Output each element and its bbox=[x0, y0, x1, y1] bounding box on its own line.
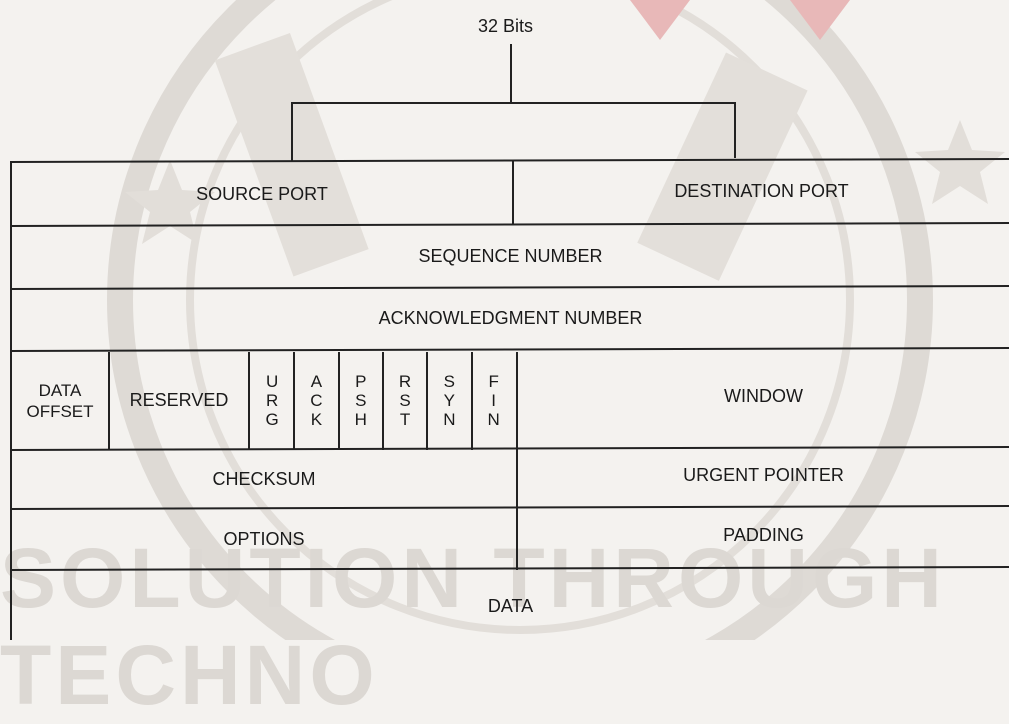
flag-letter: S bbox=[443, 372, 455, 391]
flag-letter: T bbox=[399, 410, 411, 429]
flag-letter: F bbox=[488, 372, 499, 391]
flag-divider bbox=[337, 352, 340, 450]
flag-letter: U bbox=[266, 372, 279, 391]
padding-field: PADDING bbox=[723, 525, 804, 545]
destination-port-field: DESTINATION PORT bbox=[674, 180, 849, 201]
flag-letter: N bbox=[487, 410, 500, 429]
bit-width-label: 32 Bits bbox=[478, 16, 534, 36]
flag-letter: P bbox=[355, 372, 367, 391]
flag-letter: N bbox=[443, 410, 456, 429]
reserved-divider bbox=[248, 352, 250, 450]
data-offset-line2: OFFSET bbox=[26, 401, 94, 421]
urgent-pointer-field: URGENT POINTER bbox=[683, 465, 844, 485]
flag-divider bbox=[470, 352, 473, 450]
data-offset-field: DATA OFFSET bbox=[12, 352, 108, 449]
flag-letter: H bbox=[354, 410, 367, 429]
flag-letter: G bbox=[265, 410, 279, 429]
data-offset-divider bbox=[108, 352, 110, 450]
source-port-field: SOURCE PORT bbox=[196, 183, 328, 204]
flag-letter: C bbox=[310, 391, 323, 410]
flag-divider bbox=[293, 352, 296, 450]
flag-divider bbox=[381, 352, 384, 450]
flag-letter: R bbox=[398, 372, 412, 391]
bracket-left bbox=[291, 102, 293, 162]
table-left-border bbox=[10, 162, 12, 640]
bracket-top bbox=[291, 102, 736, 104]
flag-letter: S bbox=[399, 391, 411, 410]
row1-divider bbox=[512, 161, 514, 225]
bracket-stem bbox=[510, 44, 512, 104]
acknowledgment-number-field: ACKNOWLEDGMENT NUMBER bbox=[378, 307, 643, 328]
reserved-field: RESERVED bbox=[129, 390, 229, 410]
checksum-field: CHECKSUM bbox=[212, 469, 316, 489]
sequence-number-field: SEQUENCE NUMBER bbox=[418, 245, 603, 266]
flag-letter: S bbox=[355, 391, 367, 410]
flag-letter: R bbox=[266, 391, 279, 410]
flag-letter: I bbox=[491, 391, 497, 410]
bracket-right bbox=[734, 102, 736, 158]
flag-letter: K bbox=[310, 410, 323, 429]
options-field: OPTIONS bbox=[223, 529, 305, 549]
flag-letter: A bbox=[310, 372, 323, 391]
window-field: WINDOW bbox=[724, 386, 803, 406]
flag-letter: Y bbox=[443, 391, 455, 410]
window-divider bbox=[516, 352, 518, 570]
data-field: DATA bbox=[487, 595, 534, 616]
data-offset-line1: DATA bbox=[38, 380, 82, 400]
flag-divider bbox=[426, 352, 429, 450]
